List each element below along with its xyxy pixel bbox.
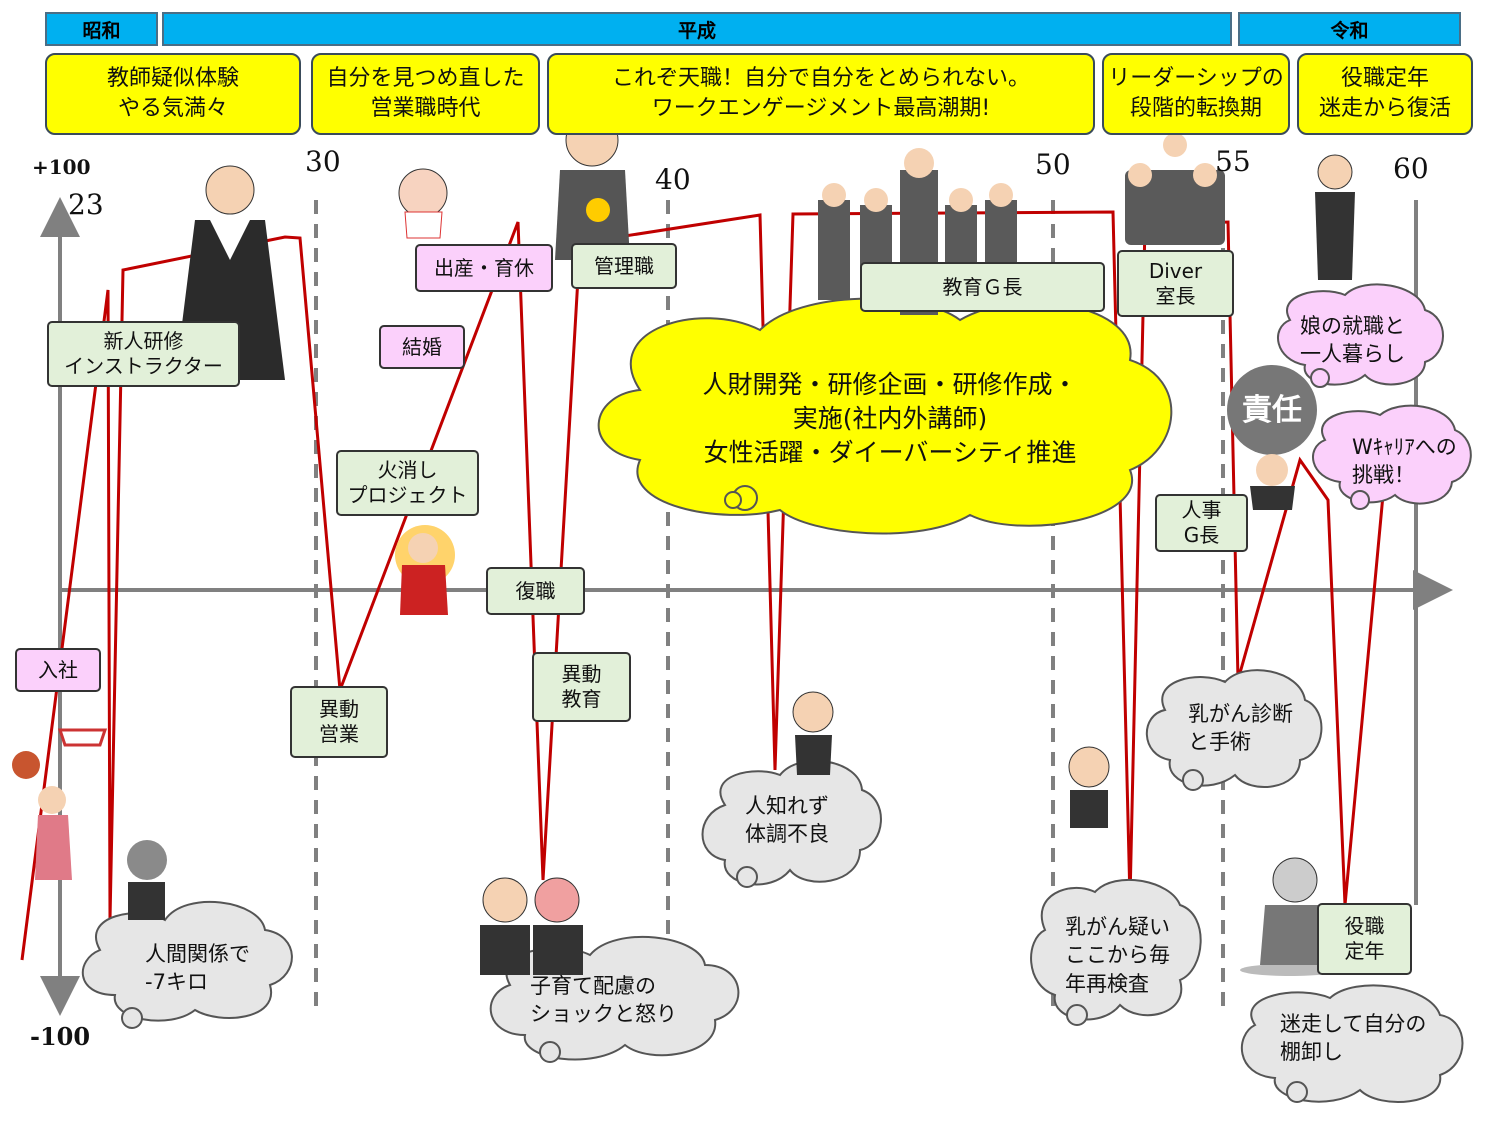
event-entry: 入社 [15,648,101,692]
cloud-diagnosis-text: 乳がん診断 と手術 [1188,702,1293,755]
era-showa: 昭和 [45,12,158,46]
phase-2: 自分を見つめ直した 営業職時代 [311,53,540,135]
era-reiwa: 令和 [1238,12,1461,46]
event-firefight: 火消し プロジェクト [336,450,479,516]
cloud-daughter-text: 娘の就職と 一人暮らし [1300,314,1405,367]
event-diver: Diver 室長 [1117,250,1234,317]
phase-3: これぞ天職！自分で自分をとめられない。 ワークエンゲージメント最高潮期! [547,53,1095,135]
businesswoman-icon [1315,154,1355,280]
age-23: 23 [68,188,104,221]
phase-1: 教師疑似体験 やる気満々 [45,53,301,135]
cloud-weight-text: 人間関係で -7キロ [145,942,250,995]
event-manager: 管理職 [571,243,677,289]
worried-woman-icon [792,691,834,775]
y-axis-top-label: +100 [32,155,91,179]
event-retire-role: 役職 定年 [1317,903,1412,975]
gray-clouds [81,669,1464,1103]
worried-woman-2-icon [1068,746,1110,828]
event-return: 復職 [486,567,585,615]
y-axis-bottom-label: -100 [30,1022,91,1051]
event-childbirth: 出産・育休 [415,244,553,292]
age-55: 55 [1215,145,1251,178]
age-50: 50 [1035,148,1071,181]
event-instructor: 新人研修 インストラクター [47,321,240,387]
cloud-unwell-text: 人知れず 体調不良 [745,794,829,847]
dejected-woman-icon [1240,857,1340,976]
burden-badge-icon [1227,365,1317,510]
responsibility-badge: 責任 [1242,393,1302,428]
baby-icon [398,168,448,239]
angry-woman-icon [395,525,455,615]
phase-5: 役職定年 迷走から復活 [1297,53,1473,135]
age-60: 60 [1393,152,1429,185]
event-edu-move: 異動 教育 [532,652,631,722]
person-icons [12,113,1355,976]
age-grid [314,200,1225,1015]
cloud-suspect-text: 乳がん疑い ここから毎 年再検査 [1065,915,1170,996]
event-hr-leader: 人事 G長 [1155,494,1248,552]
age-40: 40 [655,163,691,196]
event-edu-leader: 教育Ｇ長 [860,262,1105,312]
meeting-group-icon [1125,133,1225,245]
event-sales-move: 異動 営業 [290,686,388,758]
basketball-player-icon [12,728,108,880]
pink-clouds [1277,283,1472,510]
cloud-big-text: 人財開発・研修企画・研修作成・ 実施(社内外講師) 女性活躍・ダイーバーシティ推… [702,370,1078,467]
event-marriage: 結婚 [379,325,465,369]
crying-women-icon [480,877,583,975]
phase-4: リーダーシップの 段階的転換期 [1102,53,1290,135]
era-heisei: 平成 [162,12,1232,46]
stressed-woman-icon [127,840,167,920]
cloud-childcare-text: 子育て配慮の ショックと怒り [530,974,677,1027]
cloud-challenge-text: Wｷｬﾘｱへの 挑戦！ [1352,435,1457,488]
cloud-wander-text: 迷走して自分の 棚卸し [1280,1012,1427,1065]
age-30: 30 [305,145,341,178]
manager-woman-icon [555,113,630,260]
big-thought-cloud [597,297,1173,535]
